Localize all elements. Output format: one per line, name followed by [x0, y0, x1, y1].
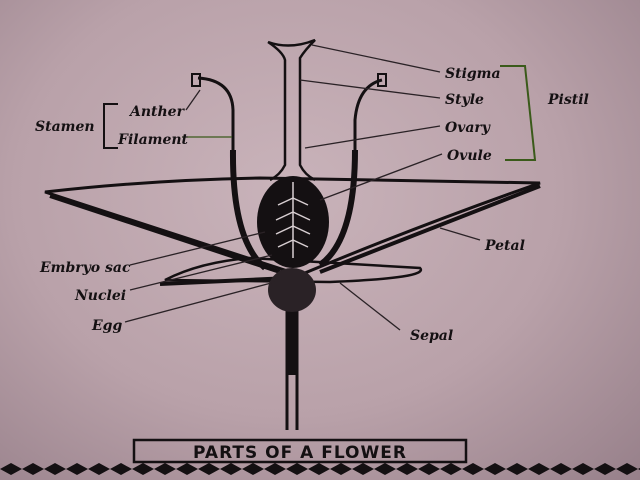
border-diamond — [198, 463, 220, 475]
border-diamond — [286, 463, 308, 475]
border-diamond — [418, 463, 440, 475]
border-diamond — [242, 463, 264, 475]
border-diamond — [440, 463, 462, 475]
label-nuclei: Nuclei — [74, 288, 126, 304]
border-diamond — [88, 463, 110, 475]
border-diamond — [528, 463, 550, 475]
label-ovule: Ovule — [447, 148, 492, 164]
label-stamen: Stamen — [35, 119, 95, 135]
label-petal: Petal — [484, 238, 525, 254]
border-diamond — [22, 463, 44, 475]
border-diamond — [110, 463, 132, 475]
petals — [44, 176, 541, 284]
label-sepal: Sepal — [410, 328, 453, 344]
border-diamond — [330, 463, 352, 475]
leader-lines — [124, 44, 481, 331]
label-stigma: Stigma — [445, 66, 501, 82]
border-diamond — [176, 463, 198, 475]
sepals — [49, 184, 541, 286]
label-ovary: Ovary — [445, 120, 491, 136]
border-diamond — [132, 463, 154, 475]
label-pistil: Pistil — [547, 92, 589, 108]
border-diamond — [396, 463, 418, 475]
label-style: Style — [445, 92, 484, 108]
label-anther: Anther — [128, 104, 186, 120]
stamens — [191, 73, 387, 271]
pistil-shape — [267, 38, 316, 182]
pistil-bracket — [500, 65, 537, 161]
border-diamond — [220, 463, 242, 475]
label-embryo-sac: Embryo sac — [39, 260, 131, 276]
receptacle — [268, 268, 316, 312]
border-diamond — [616, 463, 638, 475]
label-filament: Filament — [117, 132, 189, 148]
border-diamond — [66, 463, 88, 475]
border-diamond — [44, 463, 66, 475]
border-diamond — [374, 463, 396, 475]
border-diamond — [506, 463, 528, 475]
border-diamond — [352, 463, 374, 475]
ovules — [275, 182, 311, 258]
diagram-title: PARTS OF A FLOWER — [193, 443, 407, 463]
border-diamond — [572, 463, 594, 475]
title-box — [132, 438, 468, 464]
border-diamond — [594, 463, 616, 475]
label-egg: Egg — [91, 318, 122, 334]
border-diamond — [462, 463, 484, 475]
border-diamond — [308, 463, 330, 475]
diamond-border — [0, 463, 640, 475]
stamen-bracket — [103, 103, 118, 149]
border-diamond — [0, 463, 22, 475]
border-diamond — [154, 463, 176, 475]
border-diamond — [550, 463, 572, 475]
border-diamond — [484, 463, 506, 475]
border-diamond — [264, 463, 286, 475]
